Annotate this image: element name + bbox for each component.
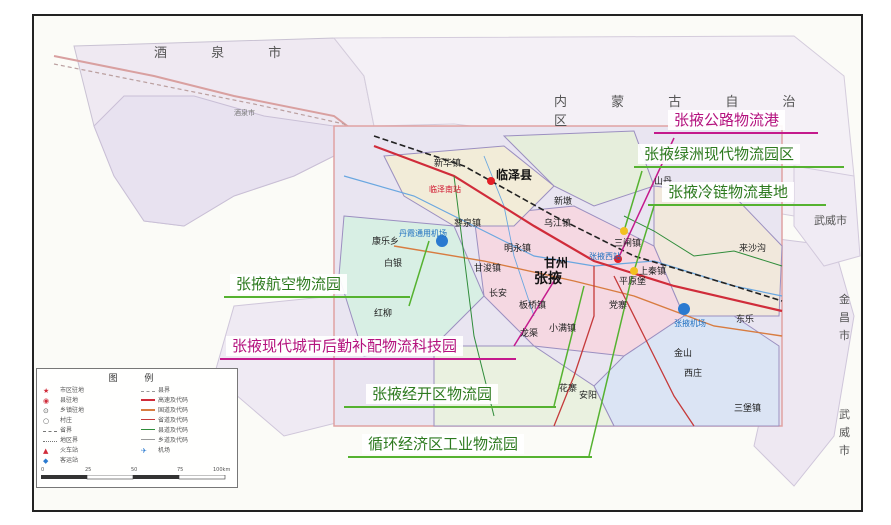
- place-banqiao: 板桥镇: [519, 301, 547, 311]
- callout-xunhuan-underline: [348, 456, 592, 458]
- place-sanzha: 三闸镇: [614, 239, 642, 249]
- road-east: [623, 215, 783, 267]
- road-county: [453, 175, 495, 417]
- legend-item: 乡道及代码: [141, 435, 188, 444]
- callout-lenglian: 张掖冷链物流基地: [662, 182, 795, 202]
- place-dongle: 东乐: [736, 315, 755, 325]
- legend-item: 高速及代码: [141, 395, 188, 404]
- place-pingyuanbao: 平原堡: [619, 277, 647, 287]
- legend-item: 地区界: [43, 435, 78, 444]
- place-linze: 临泽县: [496, 168, 533, 182]
- callout-jingkai: 张掖经开区物流园: [366, 384, 499, 404]
- place-hongliu: 红柳: [374, 309, 393, 319]
- place-laisigou: 来沙沟: [739, 244, 767, 254]
- place-jinshan: 金山: [674, 349, 693, 359]
- place-minglu: 明永镇: [504, 244, 532, 254]
- road-southeast: [613, 275, 695, 427]
- legend-item: 县界: [141, 385, 170, 394]
- callout-gonglu-underline: [654, 132, 818, 134]
- callout-gonglu: 张掖公路物流港: [668, 110, 786, 130]
- map-legend: 图 例 ★市区驻地 ◉县驻地 ⊙乡镇驻地 ○村庄 省界 地区界 ▲火车站 ◆客运…: [36, 368, 238, 488]
- place-xindun: 新墩: [554, 197, 573, 207]
- legend-item: ▲火车站: [43, 446, 79, 455]
- callout-hangkong-underline: [224, 296, 410, 298]
- region-east-detail: [793, 165, 861, 267]
- callout-lenglian-underline: [648, 204, 826, 206]
- leader-xunhuan: [588, 275, 633, 457]
- region-label-jinchang: 金 昌 市: [839, 293, 850, 342]
- road-national: [393, 245, 783, 337]
- leader-houqin: [513, 280, 555, 347]
- place-baiyin: 白银: [384, 259, 403, 269]
- legend-item: ✈机场: [141, 446, 171, 455]
- legend-item: ⊙乡镇驻地: [43, 406, 85, 415]
- place-shangqin: 上秦镇: [639, 267, 667, 277]
- callout-houqin-underline: [220, 358, 516, 360]
- callout-houqin: 张掖现代城市后勤补配物流科技园: [226, 336, 464, 356]
- place-kangle: 康乐乡: [372, 237, 400, 247]
- logistics-marker-lenglian: [630, 267, 638, 275]
- leader-hangkong: [408, 240, 430, 307]
- place-linze-station: 临泽南站: [429, 185, 461, 194]
- place-ganzhou: 甘州: [544, 256, 569, 270]
- logistics-marker-gonglu: [614, 255, 622, 263]
- scale-tick: 75: [177, 467, 184, 473]
- legend-item: 县道及代码: [141, 425, 188, 434]
- place-wujiang: 乌江镇: [544, 219, 572, 229]
- place-xinhua: 新华镇: [434, 159, 462, 169]
- legend-item: ○村庄: [43, 416, 73, 425]
- river-hei: [343, 175, 783, 297]
- legend-title: 图 例: [108, 374, 166, 384]
- place-danxia-airport: 丹霞通用机场: [399, 229, 447, 238]
- highway-g30: [373, 144, 783, 313]
- place-xizhuang: 西庄: [684, 369, 703, 379]
- place-longqu: 龙渠: [520, 329, 539, 339]
- district-gaotai: [502, 130, 655, 207]
- scale-tick: 0: [41, 467, 45, 473]
- region-label-wuwei-bottom: 武 威 市: [839, 408, 850, 457]
- place-liaoquan: 蓼泉镇: [454, 219, 482, 229]
- place-zhangye: 张掖: [534, 271, 562, 287]
- scale-bar: [41, 475, 226, 480]
- place-ganjun: 甘浚镇: [474, 264, 502, 274]
- legend-item: ◆客运站: [43, 456, 79, 465]
- legend-item: 省界: [43, 425, 72, 434]
- legend-item: 省道及代码: [141, 415, 188, 424]
- place-zhangye-airport: 张掖机场: [674, 319, 706, 328]
- logistics-marker-lvzhou: [620, 227, 628, 235]
- airport-icon-zhangye: [678, 303, 690, 315]
- place-datang: 党寨: [609, 301, 628, 311]
- place-huazhai: 花寨: [559, 384, 578, 394]
- place-anyang: 安阳: [579, 391, 598, 401]
- logistics-marker-linze: [487, 177, 495, 185]
- legend-item: ◉县驻地: [43, 396, 79, 405]
- scale-tick: 50: [131, 467, 138, 473]
- place-changan: 长安: [489, 289, 508, 299]
- callout-lvzhou: 张掖绿洲现代物流园区: [638, 144, 801, 164]
- leader-jingkai: [553, 285, 585, 407]
- leader-lenglian: [633, 205, 655, 272]
- legend-item: 国道及代码: [141, 405, 188, 414]
- region-label-wuwei-top: 武威市: [814, 214, 847, 227]
- place-sanhe: 三堡镇: [734, 404, 762, 414]
- leader-lvzhou: [623, 170, 643, 232]
- region-label-jiuquan: 酒 泉 市: [154, 46, 302, 61]
- legend-item: ★市区驻地: [43, 386, 85, 395]
- map-frame: 酒 泉 市 内 蒙 古 自 治 区 武威市 金 昌 市 武 威 市 张掖 甘州 …: [32, 14, 863, 512]
- place-jiuquan-city: 酒泉市: [234, 109, 255, 117]
- region-northwest: [93, 95, 335, 227]
- callout-xunhuan: 循环经济区工业物流园: [362, 434, 525, 454]
- region-label-inner-mongolia: 内 蒙 古 自 治 区: [554, 95, 816, 129]
- road-south: [553, 266, 595, 427]
- scale-tick: 100km: [213, 467, 231, 473]
- rail-main: [373, 135, 783, 302]
- callout-lvzhou-underline: [634, 166, 844, 168]
- callout-hangkong: 张掖航空物流园: [230, 274, 348, 294]
- airport-icon-danxia: [436, 235, 448, 247]
- callout-jingkai-underline: [344, 406, 556, 408]
- map-canvas: [53, 35, 861, 487]
- place-zhangye-west: 张掖西站: [589, 252, 621, 261]
- scale-tick: 25: [85, 467, 92, 473]
- place-xiaoman: 小满镇: [549, 324, 577, 334]
